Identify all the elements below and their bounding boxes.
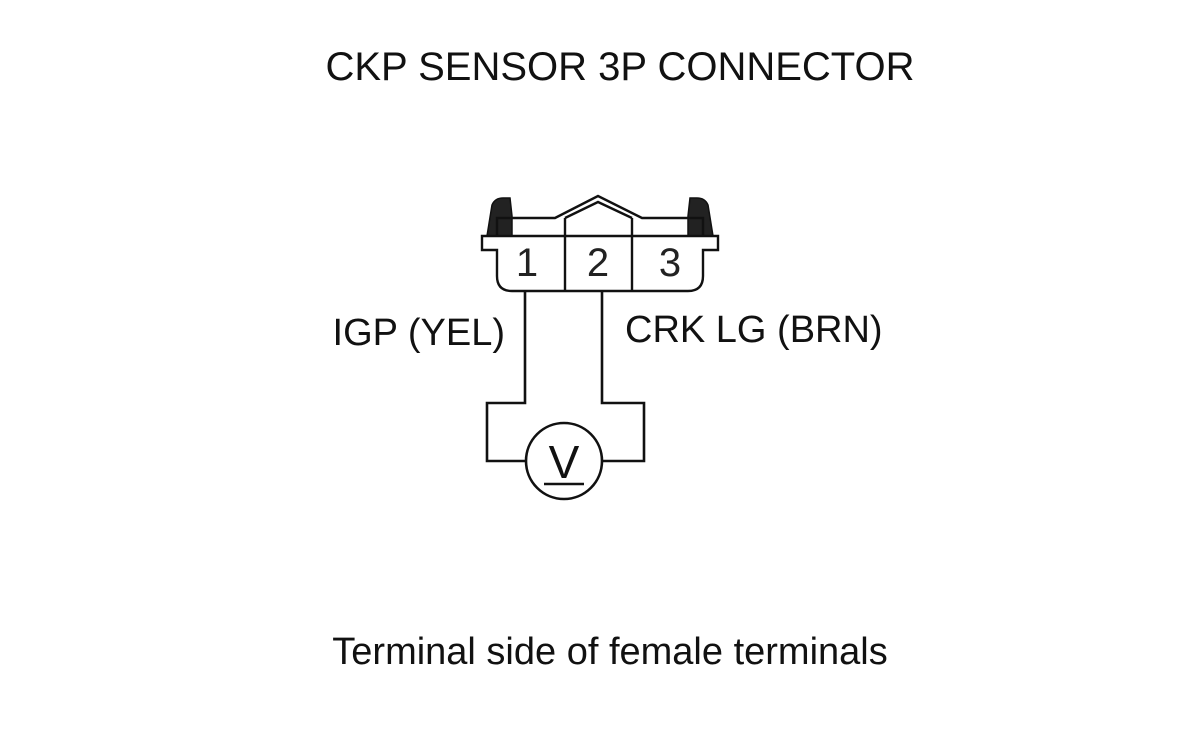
pin-3-label: 3	[659, 241, 681, 285]
voltmeter-symbol: V	[549, 436, 580, 488]
diagram-title: CKP SENSOR 3P CONNECTOR	[325, 45, 914, 89]
pin-1-label: 1	[516, 241, 538, 285]
voltmeter-icon: V	[524, 421, 604, 501]
connector-body	[480, 234, 720, 293]
crk-wire-label: CRK LG (BRN)	[625, 309, 883, 351]
igp-wire-label: IGP (YEL)	[333, 312, 505, 354]
connector-key	[564, 200, 633, 220]
connector-housing-top	[495, 194, 705, 236]
diagram-caption: Terminal side of female terminals	[332, 631, 887, 673]
connector-3p: 1 2 3	[480, 194, 720, 293]
probe-wire-pin-1	[485, 291, 527, 463]
pin-2-label: 2	[587, 241, 609, 285]
probe-wire-pin-2	[600, 291, 646, 463]
